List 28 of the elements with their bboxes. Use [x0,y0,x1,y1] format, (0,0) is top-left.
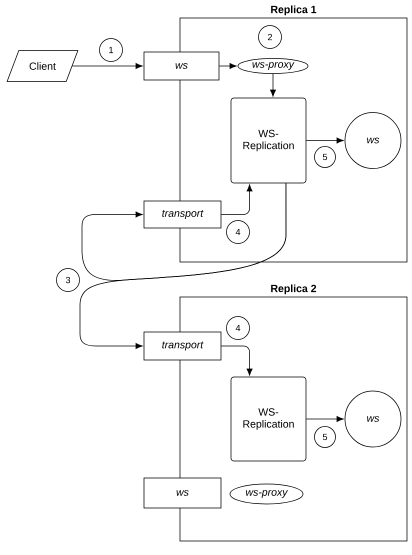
callout-number: 4 [226,316,250,340]
container-title: Replica 2 [271,284,316,294]
callout-number: 3 [56,268,80,292]
process-box: WS- Replication [230,98,306,184]
circle-node: ws [344,390,402,448]
arrow [270,74,276,97]
arrow [221,346,252,376]
callout-number: 1 [99,38,123,62]
component-box: ws [144,478,222,508]
callout-number: 5 [314,146,336,168]
arrow [219,63,237,69]
arrow [80,183,286,349]
component-box: transport [144,332,222,360]
callout-number: 5 [314,426,336,448]
arrow [306,138,344,144]
arrow [72,63,143,69]
component-box: transport [144,200,222,228]
ellipse-node: ws-proxy [238,58,308,74]
process-box: WS- Replication [230,376,306,462]
arrow [306,416,344,422]
component-box: ws [144,52,220,80]
ellipse-node: ws-proxy [230,484,304,504]
callout-number: 4 [226,220,250,244]
arrow [221,184,252,215]
parallelogram-node: Client [6,50,78,82]
circle-node: ws [344,112,402,169]
container-title: Replica 1 [271,5,316,16]
callout-number: 2 [258,25,282,49]
